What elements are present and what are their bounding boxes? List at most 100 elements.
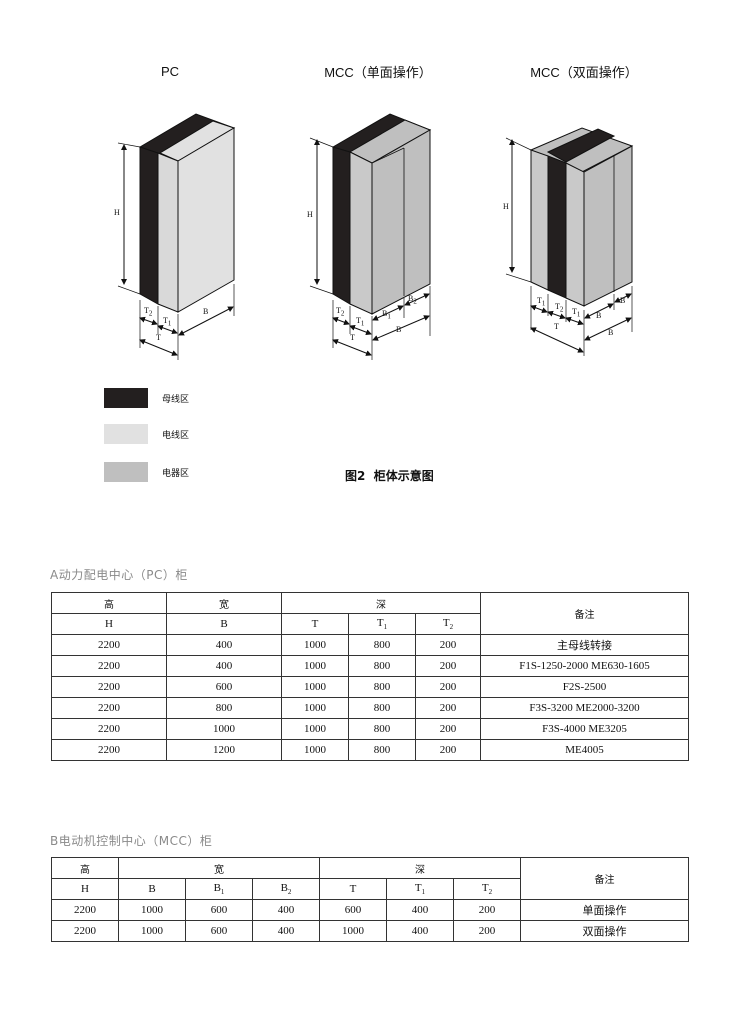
dim-label-b: B <box>620 296 626 305</box>
cell-h: 2200 <box>51 655 167 677</box>
dim-label-b: B <box>608 328 614 337</box>
header-t2-sub: 2 <box>449 623 454 632</box>
cell-t1: 800 <box>348 697 416 719</box>
cell-b: 600 <box>166 676 282 698</box>
header-note: 备注 <box>520 857 689 900</box>
header-t1: T1 <box>386 878 454 900</box>
cell-h: 2200 <box>51 920 119 942</box>
cabinet-diagram <box>117 113 634 360</box>
cell-t2: 200 <box>415 655 481 677</box>
header-t1-sub: 1 <box>383 623 388 632</box>
header-height-cn: 高 <box>51 857 119 879</box>
table-row: 2200 600 1000 800 200 F2S-2500 <box>51 676 689 698</box>
cell-t1: 800 <box>348 634 416 656</box>
header-t2-sub: 2 <box>488 888 493 897</box>
cell-b1: 600 <box>185 920 253 942</box>
table-row: 2200 1000 600 400 600 400 200 单面操作 <box>51 899 689 921</box>
cell-t2: 200 <box>415 697 481 719</box>
cell-h: 2200 <box>51 899 119 921</box>
cell-t: 1000 <box>281 655 349 677</box>
dim-label-t2: T2 <box>144 306 153 318</box>
header-t1-main: T <box>376 616 384 629</box>
legend-label-busbar: 母线区 <box>162 395 190 405</box>
cabinet-title-mcc-single: MCC（单面操作） <box>324 65 432 80</box>
dim-label-t: T <box>350 333 355 342</box>
legend-label-wiring: 电线区 <box>162 431 190 441</box>
header-t: T <box>281 613 349 635</box>
cell-t2: 200 <box>453 920 521 942</box>
cabinet-title-mcc-double: MCC（双面操作） <box>530 65 638 80</box>
cell-t1: 800 <box>348 676 416 698</box>
cell-b: 1000 <box>166 718 282 740</box>
header-t2-main: T <box>442 616 450 629</box>
cell-b: 1000 <box>118 920 186 942</box>
cell-b: 800 <box>166 697 282 719</box>
dim-label-h: H <box>114 208 120 217</box>
dim-label-t2-main: T <box>336 306 341 315</box>
legend-swatch-wiring <box>104 424 148 444</box>
table-row: 2200 400 1000 800 200 主母线转接 <box>51 634 689 656</box>
cell-t1: 800 <box>348 655 416 677</box>
header-t2: T2 <box>453 878 521 900</box>
header-height: H <box>51 613 167 635</box>
header-depth-cn: 深 <box>281 592 481 614</box>
cell-b2: 400 <box>252 920 320 942</box>
header-b1: B1 <box>185 878 253 900</box>
header-t1: T1 <box>348 613 416 635</box>
cell-b2: 400 <box>252 899 320 921</box>
header-b2: B2 <box>252 878 320 900</box>
cell-t: 1000 <box>281 718 349 740</box>
dim-label-t: T <box>156 333 161 342</box>
dim-label-h: H <box>503 202 509 211</box>
header-t1-main: T <box>414 881 422 894</box>
legend-swatch-busbar <box>104 388 148 408</box>
header-t2: T2 <box>415 613 481 635</box>
dim-label-b2-main: B <box>408 294 414 303</box>
dim-label-t2-main: T <box>555 302 560 311</box>
table-row: 2200 800 1000 800 200 F3S-3200 ME2000-32… <box>51 697 689 719</box>
cell-note: 双面操作 <box>520 920 689 942</box>
cell-t1: 800 <box>348 718 416 740</box>
header-height-cn: 高 <box>51 592 167 614</box>
cell-note: ME4005 <box>480 739 689 761</box>
table-header-row: H B B1 B2 T T1 T2 <box>51 878 689 900</box>
header-b1-main: B <box>213 881 221 894</box>
cell-t2: 200 <box>415 634 481 656</box>
dim-label-t1-main: T <box>356 316 361 325</box>
cell-h: 2200 <box>51 676 167 698</box>
header-height: H <box>51 878 119 900</box>
cell-t2: 200 <box>453 899 521 921</box>
cell-note: F3S-4000 ME3205 <box>480 718 689 740</box>
legend-swatch-apparatus <box>104 462 148 482</box>
dim-label-t1-main: T <box>163 316 168 325</box>
cell-b: 400 <box>166 634 282 656</box>
cell-note: F1S-1250-2000 ME630-1605 <box>480 655 689 677</box>
table-row: 2200 1000 1000 800 200 F3S-4000 ME3205 <box>51 718 689 740</box>
cell-b: 1000 <box>118 899 186 921</box>
header-width: B <box>166 613 282 635</box>
cell-h: 2200 <box>51 634 167 656</box>
header-b: B <box>118 878 186 900</box>
dim-label-b: B <box>596 311 602 320</box>
cell-t: 1000 <box>281 634 349 656</box>
header-note: 备注 <box>480 592 689 635</box>
header-t: T <box>319 878 387 900</box>
table-row: 2200 400 1000 800 200 F1S-1250-2000 ME63… <box>51 655 689 677</box>
cell-h: 2200 <box>51 718 167 740</box>
legend-label-apparatus: 电器区 <box>162 469 190 479</box>
cell-h: 2200 <box>51 739 167 761</box>
header-width-cn: 宽 <box>118 857 320 879</box>
cell-t: 600 <box>319 899 387 921</box>
figure-caption: 图2 柜体示意图 <box>345 469 434 483</box>
cell-t: 1000 <box>281 697 349 719</box>
cell-b: 400 <box>166 655 282 677</box>
dim-label-b: B <box>396 325 402 334</box>
header-b1-sub: 1 <box>220 888 225 897</box>
dim-label-t2: T2 <box>336 306 345 318</box>
cell-t: 1000 <box>281 676 349 698</box>
cell-t2: 200 <box>415 676 481 698</box>
table-header-row: 高 宽 深 备注 <box>51 857 689 900</box>
dim-label-t1: T1 <box>356 316 365 328</box>
cell-t2: 200 <box>415 718 481 740</box>
table-header-row: 高 宽 深 备注 <box>51 592 689 635</box>
